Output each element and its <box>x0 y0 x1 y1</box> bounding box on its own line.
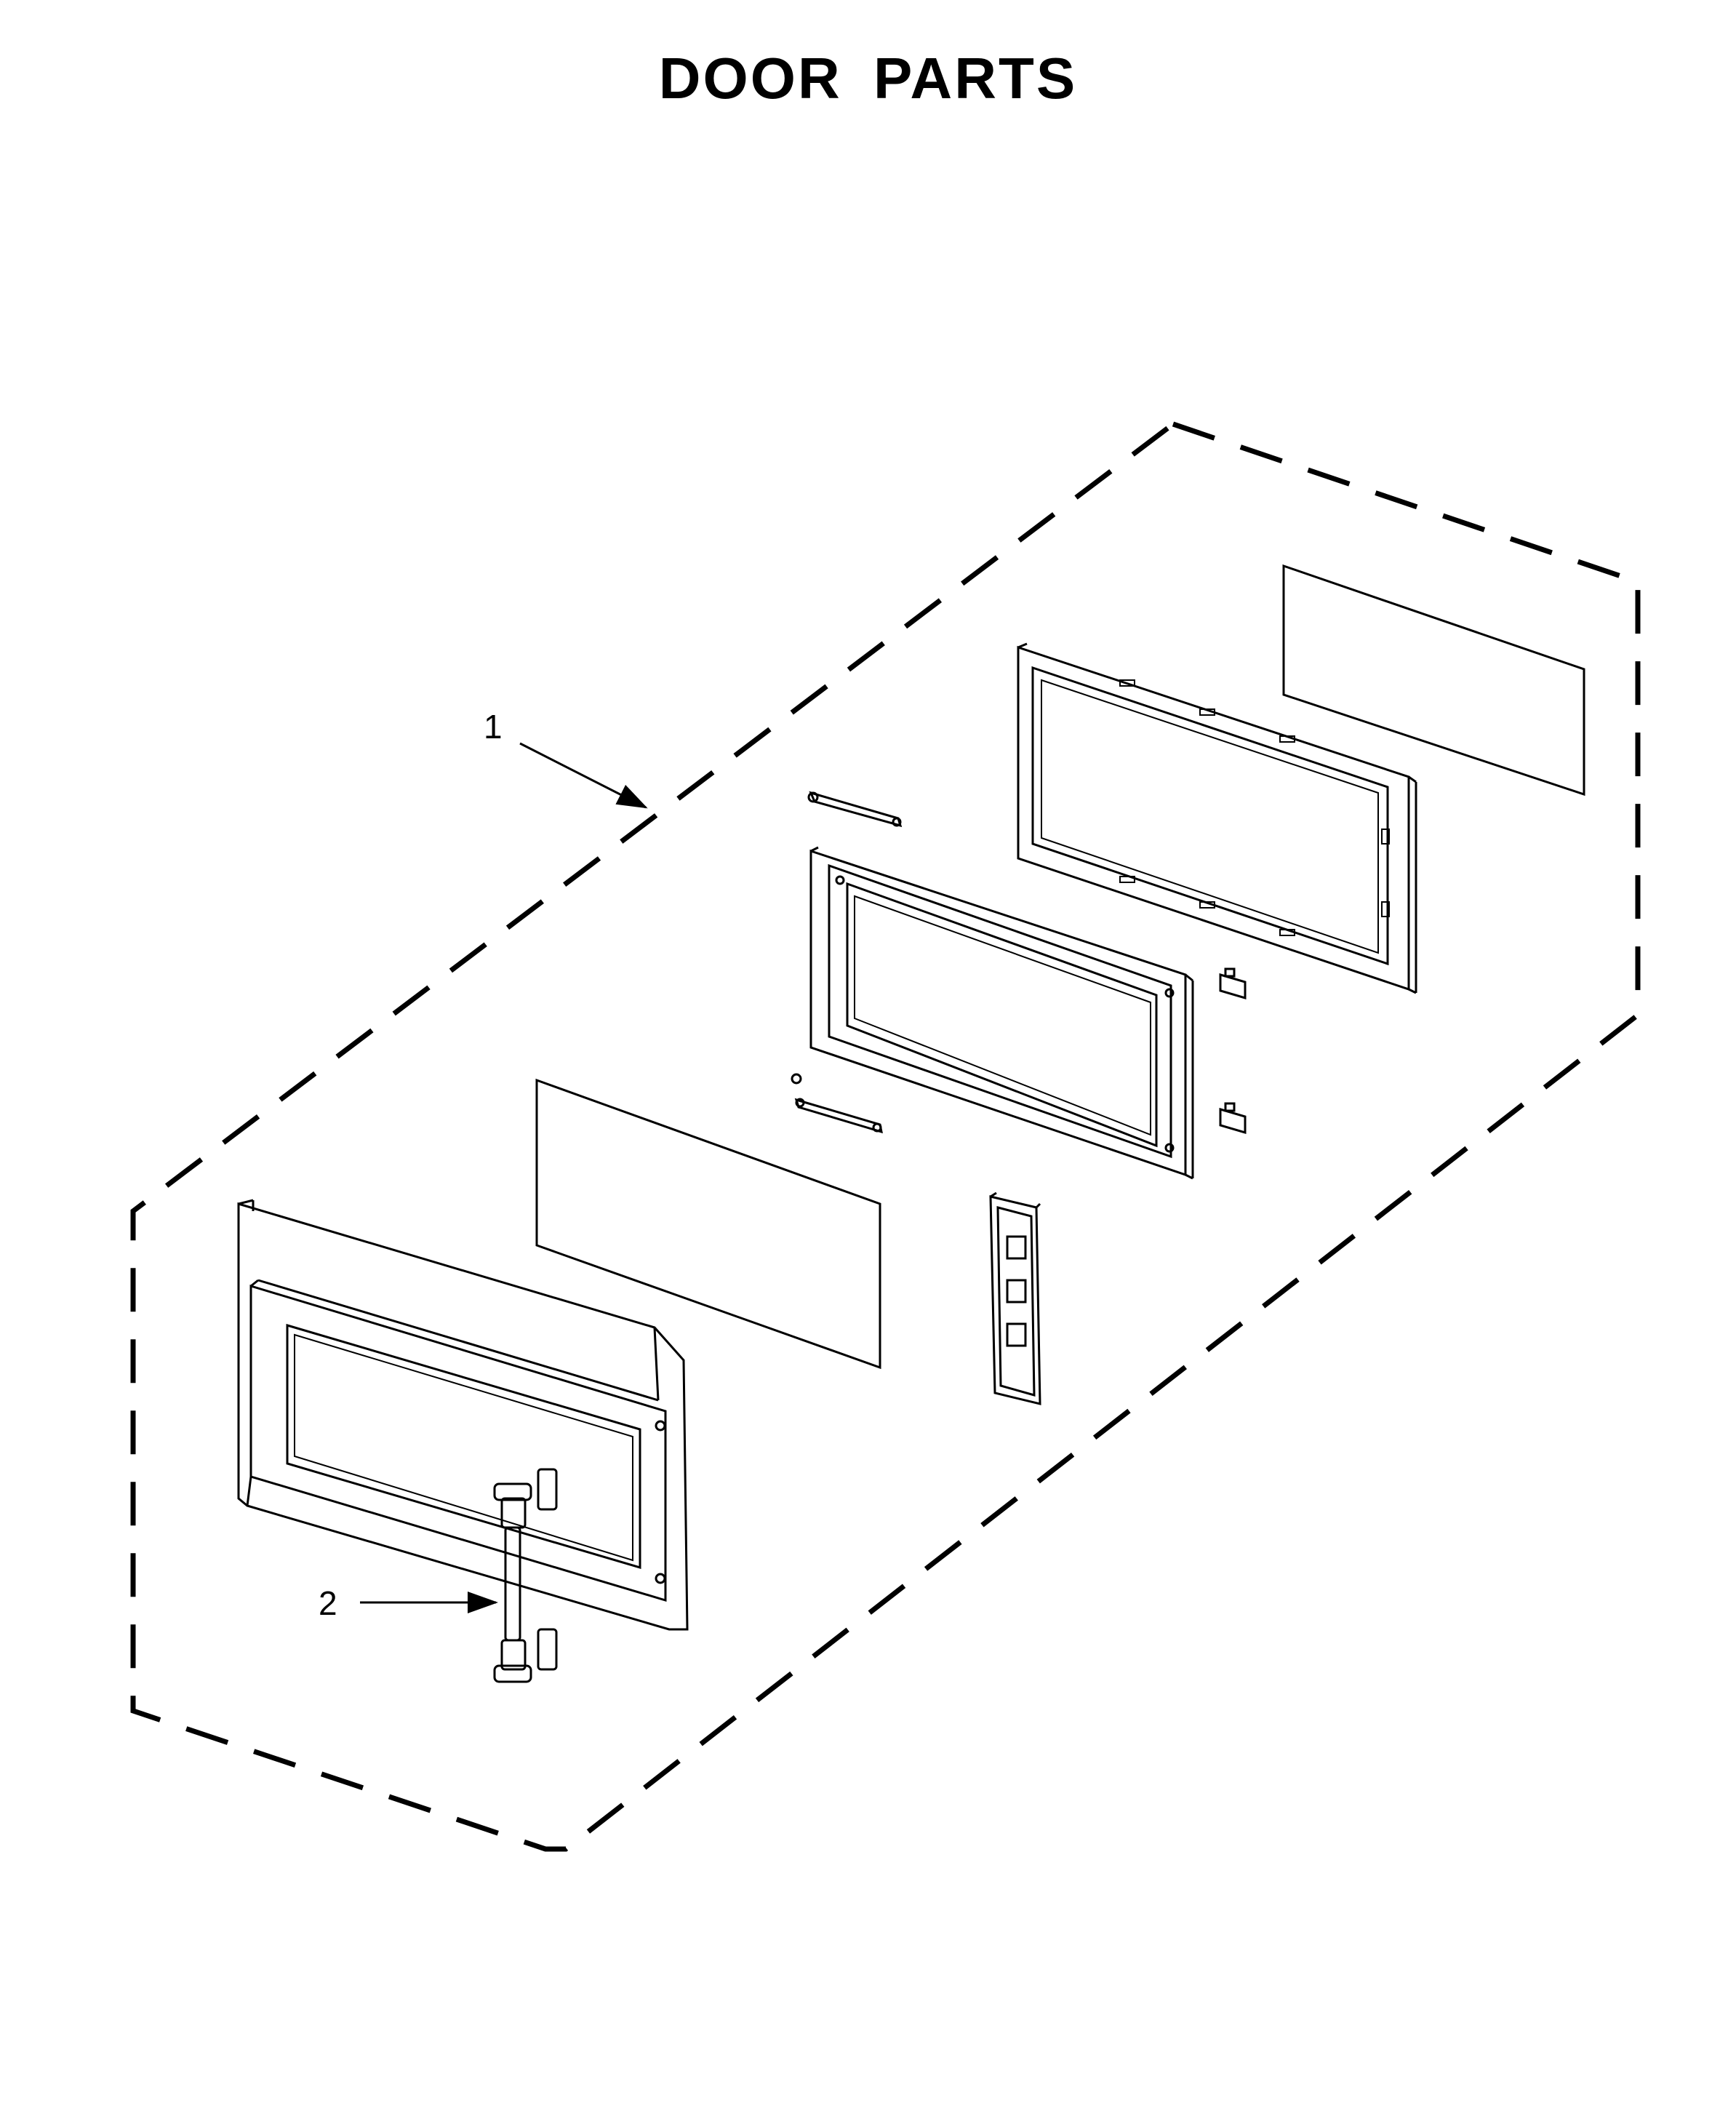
page-title: DOOR PARTS <box>658 46 1078 111</box>
choke-frame <box>809 846 1194 1180</box>
lower-hinge-bracket <box>791 1073 883 1134</box>
upper-hinge-bracket <box>807 791 903 828</box>
door-handle <box>493 1468 558 1683</box>
outer-door-panel <box>237 1199 689 1631</box>
front-glass-panel <box>535 1078 881 1370</box>
callout-2-label: 2 <box>319 1584 337 1622</box>
latch-lever-assembly <box>989 1191 1041 1405</box>
upper-latch <box>1219 967 1247 1000</box>
assembly-boundary <box>130 421 1641 1852</box>
lower-latch <box>1219 1102 1247 1135</box>
callout-1-label: 1 <box>484 708 503 746</box>
inner-door-frame <box>1017 642 1417 994</box>
callout-1-leader <box>519 742 648 809</box>
rear-glass-panel <box>1282 564 1585 797</box>
